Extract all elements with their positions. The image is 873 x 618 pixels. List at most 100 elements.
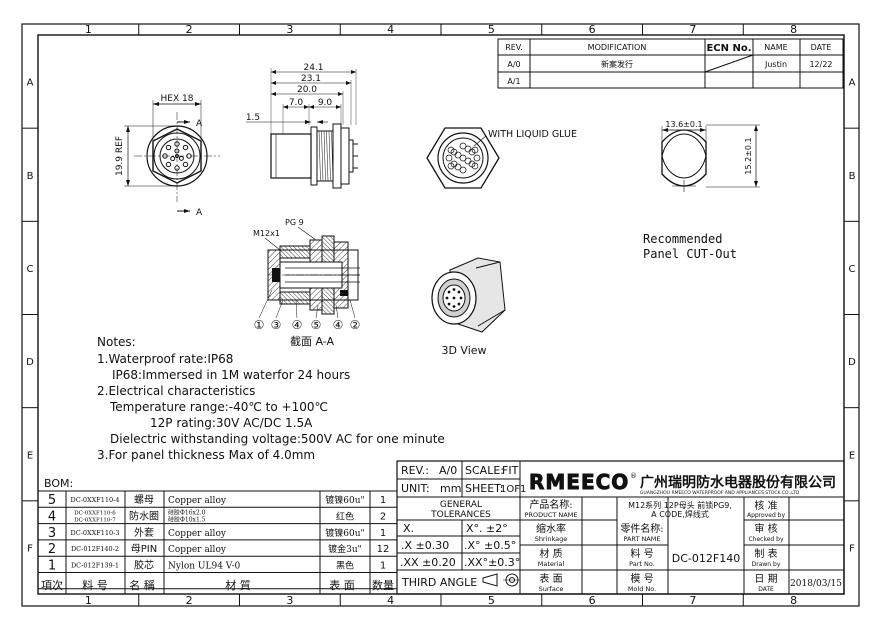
row-marker-left: F (27, 543, 33, 554)
checked-label-en: Checked by (748, 536, 783, 543)
company-logo: RMEECO (529, 470, 629, 494)
material-label-en: Material (538, 560, 565, 568)
ecn-header: ECN No. (706, 43, 751, 54)
unit-value: mm (440, 482, 461, 495)
drawn-label: 制 表 (754, 547, 777, 560)
product-name-value-2: A CODE,焊线式 (651, 509, 709, 519)
shrinkage-label: 缩水率 (536, 522, 566, 535)
row-marker-right: D (848, 357, 856, 368)
col-marker-top: 3 (286, 23, 293, 36)
col-marker-bottom: 2 (186, 594, 193, 607)
tol-v-0: X°. ±2° (466, 522, 508, 535)
bom-material-2: 硅胶Φ10x1.5 (168, 515, 206, 523)
row-marker-left: A (27, 78, 34, 89)
rev-label: REV.: (401, 464, 429, 477)
row-marker-left: B (27, 171, 34, 182)
scale-value: FIT (502, 464, 519, 477)
tol-title-2: TOLERANCES (430, 510, 491, 520)
bom-surface: 红色 (336, 510, 354, 522)
cutout-height-dim: 15.2±0.1 (744, 137, 753, 174)
cutout-width-dim: 13.6±0.1 (665, 120, 702, 129)
company-name: 广州瑞明防水电器股份有限公司 (640, 474, 836, 491)
bom-item: 2 (48, 542, 56, 557)
side-dim-label: 23.1 (301, 74, 321, 84)
col-marker-bottom: 3 (286, 594, 293, 607)
note-line-2: IP68:Immersed in 1M waterfor 24 hours (112, 368, 350, 382)
rear-view: WITH LIQUID GLUE (426, 127, 577, 189)
approved-label-en: Approved by (747, 512, 785, 519)
bom-part-no: DC-0XXF110-3 (70, 529, 119, 537)
row-marker-right: F (849, 543, 855, 554)
tol-v-2: .XX°±0.3° (464, 556, 520, 569)
bom-surface: 镀金3u" (328, 543, 362, 555)
rev-row1-rev: A/0 (507, 60, 520, 69)
date-label: 日 期 (754, 573, 777, 585)
tol-k-2: .XX ±0.20 (400, 556, 456, 569)
liquid-glue-label: WITH LIQUID GLUE (488, 129, 577, 140)
bom-name: 胶芯 (134, 558, 154, 571)
col-marker-top: 5 (488, 23, 495, 36)
surface-label-en: Surface (539, 585, 564, 593)
bom-qty: 1 (380, 528, 386, 539)
row-marker-left: D (26, 357, 34, 368)
modification-header: MODIFICATION (588, 43, 647, 52)
bom-qty: 12 (377, 544, 390, 555)
note-line-3: 2.Electrical characteristics (97, 384, 255, 398)
note-line-5: 12P rating:30V AC/DC 1.5A (150, 416, 313, 430)
rev-row1-name: Justin (764, 60, 787, 69)
section-caption: 截面 A-A (290, 334, 335, 348)
scale-label: SCALE: (465, 464, 504, 477)
bom-title: BOM: (44, 477, 73, 490)
hex-dim-label: HEX 18 (161, 94, 194, 104)
third-angle-projection-icon (482, 573, 520, 587)
bom-part-no: DC-012F139-1 (71, 561, 119, 569)
col-marker-bottom: 8 (790, 594, 797, 607)
rev-row1-date: 12/22 (809, 60, 832, 69)
revision-table: REV. MODIFICATION ECN No. NAME DATE A/0 … (497, 38, 844, 89)
bom-item: 5 (48, 493, 56, 508)
note-line-4: Temperature range:-40℃ to +100℃ (109, 400, 328, 414)
section-callout: ② (350, 318, 361, 332)
col-marker-bottom: 7 (689, 594, 696, 607)
row-marker-right: B (849, 171, 856, 182)
side-dim-label: 1.5 (246, 113, 260, 123)
side-dim-label: 24.1 (303, 63, 323, 73)
cutout-caption-1: Recommended (643, 232, 722, 246)
side-dim-label: 20.0 (297, 85, 317, 95)
material-label: 材 质 (539, 547, 562, 560)
note-line-6: Dielectric withstanding voltage:500V AC … (110, 432, 445, 446)
row-marker-right: E (849, 450, 855, 461)
bom-material: 硅胶Φ16x2.0 (168, 508, 206, 516)
bom-material: Nylon UL94 V-0 (168, 561, 241, 571)
col-marker-top: 6 (589, 23, 596, 36)
bom-h-name: 名 稱 (129, 578, 155, 592)
bom-part-no: DC-0XXF110-4 (70, 496, 119, 504)
row-marker-left: E (27, 450, 33, 461)
m12-label: M12x1 (253, 229, 280, 238)
rev-row2-rev: A/1 (507, 77, 520, 86)
rev-row1-mod: 新案发行 (601, 59, 633, 69)
ref-dim-label: 19.9 REF (115, 136, 125, 176)
col-marker-top: 8 (790, 23, 797, 36)
bom-name: 防水圈 (129, 509, 159, 522)
bom-surface: 镀镍60u" (325, 494, 364, 506)
view-3d: 3D View (431, 257, 506, 357)
drawn-label-en: Drawn by (752, 561, 781, 568)
bom-h-item: 項次 (41, 578, 63, 592)
row-marker-right: A (849, 78, 856, 89)
col-marker-bottom: 6 (589, 594, 596, 607)
bom-part-no: DC-0XXF110-6 (74, 510, 116, 516)
rev-value: A/0 (439, 464, 457, 477)
product-name-label: 产品名称: (529, 498, 572, 511)
col-marker-top: 4 (387, 23, 394, 36)
bom-item: 4 (48, 509, 56, 524)
tol-v-1: .X° ±0.5° (464, 539, 516, 552)
note-line-7: 3.For panel thickness Max of 4.0mm (97, 448, 315, 462)
date-value: 2018/03/15 (790, 579, 842, 589)
col-marker-bottom: 5 (488, 594, 495, 607)
tol-title-1: GENERAL (440, 500, 482, 510)
sheet-value: 1OF1 (500, 484, 526, 495)
surface-label: 表 面 (539, 572, 562, 585)
side-dim-label: 7.0 (289, 98, 304, 108)
row-marker-left: C (27, 264, 34, 275)
